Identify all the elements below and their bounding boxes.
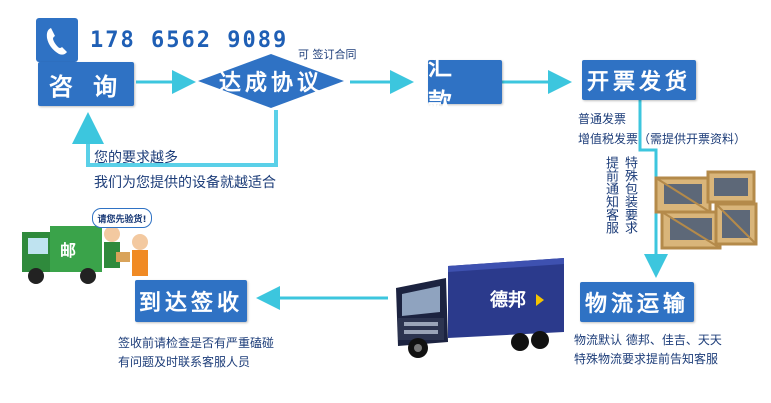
speech-bubble: 请您先验货! <box>92 208 152 228</box>
better-fit-note: 我们为您提供的设备就越适合 <box>94 175 276 191</box>
delivery-scene-icon: 邮 请您先验货! <box>18 206 158 290</box>
invoice-normal-note: 普通发票 <box>578 112 627 126</box>
step-invoice-ship: 开票发货 <box>582 60 696 100</box>
step-payment: 汇 款 <box>428 53 502 116</box>
crates-icon <box>654 170 758 250</box>
inspect-note: 签收前请检查是否有严重磕碰 <box>118 336 275 350</box>
svg-text:邮: 邮 <box>60 241 76 260</box>
truck-icon: 德邦 <box>396 258 564 358</box>
step-receive: 到达签收 <box>135 280 247 322</box>
contract-note: 可 签订合同 <box>298 48 357 61</box>
agreement-diamond <box>198 54 344 108</box>
step-logistics: 物流运输 <box>580 282 694 322</box>
invoice-vat-note: 增值税发票（需提供开票资料） <box>578 132 747 146</box>
speech-bubble-text: 请您先验货! <box>97 214 147 225</box>
arrow-feedback-loop <box>72 110 278 167</box>
special-logistics-note: 特殊物流要求提前告知客服 <box>574 352 719 366</box>
notify-customer-note: 提前通知客服 <box>603 156 618 234</box>
contact-service-note: 有问题及时联系客服人员 <box>118 355 251 369</box>
logistics-default-note: 物流默认 德邦、佳吉、天天 <box>574 333 722 347</box>
phone-icon <box>36 18 78 62</box>
step-agreement: 达成协议 <box>196 52 346 110</box>
special-packaging-note: 特殊包装要求 <box>622 156 637 234</box>
more-requests-note: 您的要求越多 <box>94 150 178 166</box>
agreement-label: 达成协议 <box>218 71 323 96</box>
phone-number[interactable]: 178 6562 9089 <box>90 28 289 53</box>
truck-logo-text: 德邦 <box>490 289 526 311</box>
step-consult: 咨 询 <box>38 62 134 106</box>
